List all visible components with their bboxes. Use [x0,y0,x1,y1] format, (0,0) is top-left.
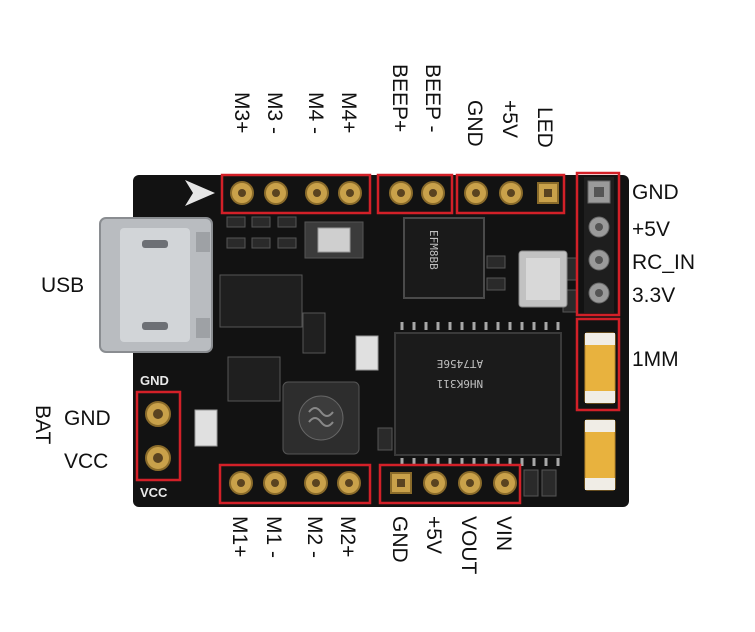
highlight-bat [135,390,182,482]
label-m3-minus: M3 - [263,92,286,134]
highlight-video [378,463,522,505]
top-labels: M3+ M3 - M4 - M4+ BEEP+ BEEP - GND +5V L… [230,64,556,148]
qfn-chip: EFM8BB [403,217,485,299]
label-bat-vcc: VCC [64,450,108,473]
highlight-led-group [455,173,566,215]
right-labels: GND +5V RC_IN 3.3V 1MM [632,181,695,371]
label-m2-minus: M2 - [303,516,326,558]
label-m2-plus: M2+ [336,516,359,557]
arrow-marker-icon [185,180,215,206]
smd-components [194,216,578,497]
label-m1-plus: M1+ [228,516,251,557]
osd-chip-text-line2: NH6K311 [437,377,483,390]
highlight-motor-top [220,173,372,215]
label-usb: USB [41,274,84,297]
osd-chip: AT7456E NH6K311 [394,322,562,466]
label-1mm: 1MM [632,348,679,371]
highlight-capacitor [575,317,621,412]
svg-text:EFM8BB: EFM8BB [427,230,440,270]
bottom-labels: M1+ M1 - M2 - M2+ GND +5V VOUT VIN [228,516,515,575]
label-5v-right: +5V [632,218,670,241]
label-led: LED [533,107,556,148]
highlight-right-header [575,171,621,317]
label-m1-minus: M1 - [262,516,285,558]
label-3v3: 3.3V [632,284,675,307]
label-gnd-top: GND [463,100,486,147]
label-m4-plus: M4+ [337,92,360,133]
micro-usb-connector [99,217,213,353]
highlight-beep [376,173,454,215]
label-5v-bottom: +5V [422,516,445,554]
battery-pads [145,401,171,471]
label-bat-gnd: GND [64,407,111,430]
tantalum-capacitors [584,332,616,491]
label-vin: VIN [492,516,515,551]
label-rc-in: RC_IN [632,251,695,274]
label-gnd-right: GND [632,181,679,204]
silkscreen-vcc: VCC [140,485,168,500]
highlight-boxes [135,171,621,505]
silkscreen-gnd: GND [140,373,169,388]
right-header-pins [584,177,614,313]
label-m3-plus: M3+ [230,92,253,133]
label-m4-minus: M4 - [304,92,327,134]
label-beep-plus: BEEP+ [388,64,411,132]
left-labels: USB GND VCC BAT [31,274,111,473]
inductor [282,381,360,455]
bottom-pads [229,471,517,495]
label-gnd-bottom: GND [388,516,411,563]
label-vout: VOUT [457,516,480,575]
label-bat: BAT [31,405,54,444]
label-5v-top: +5V [498,100,521,138]
label-beep-minus: BEEP - [421,64,444,132]
crystal-oscillator [518,250,568,308]
highlight-motor-bottom [218,463,372,505]
top-pads [230,181,559,205]
osd-chip-text-line1: AT7456E [437,357,483,370]
